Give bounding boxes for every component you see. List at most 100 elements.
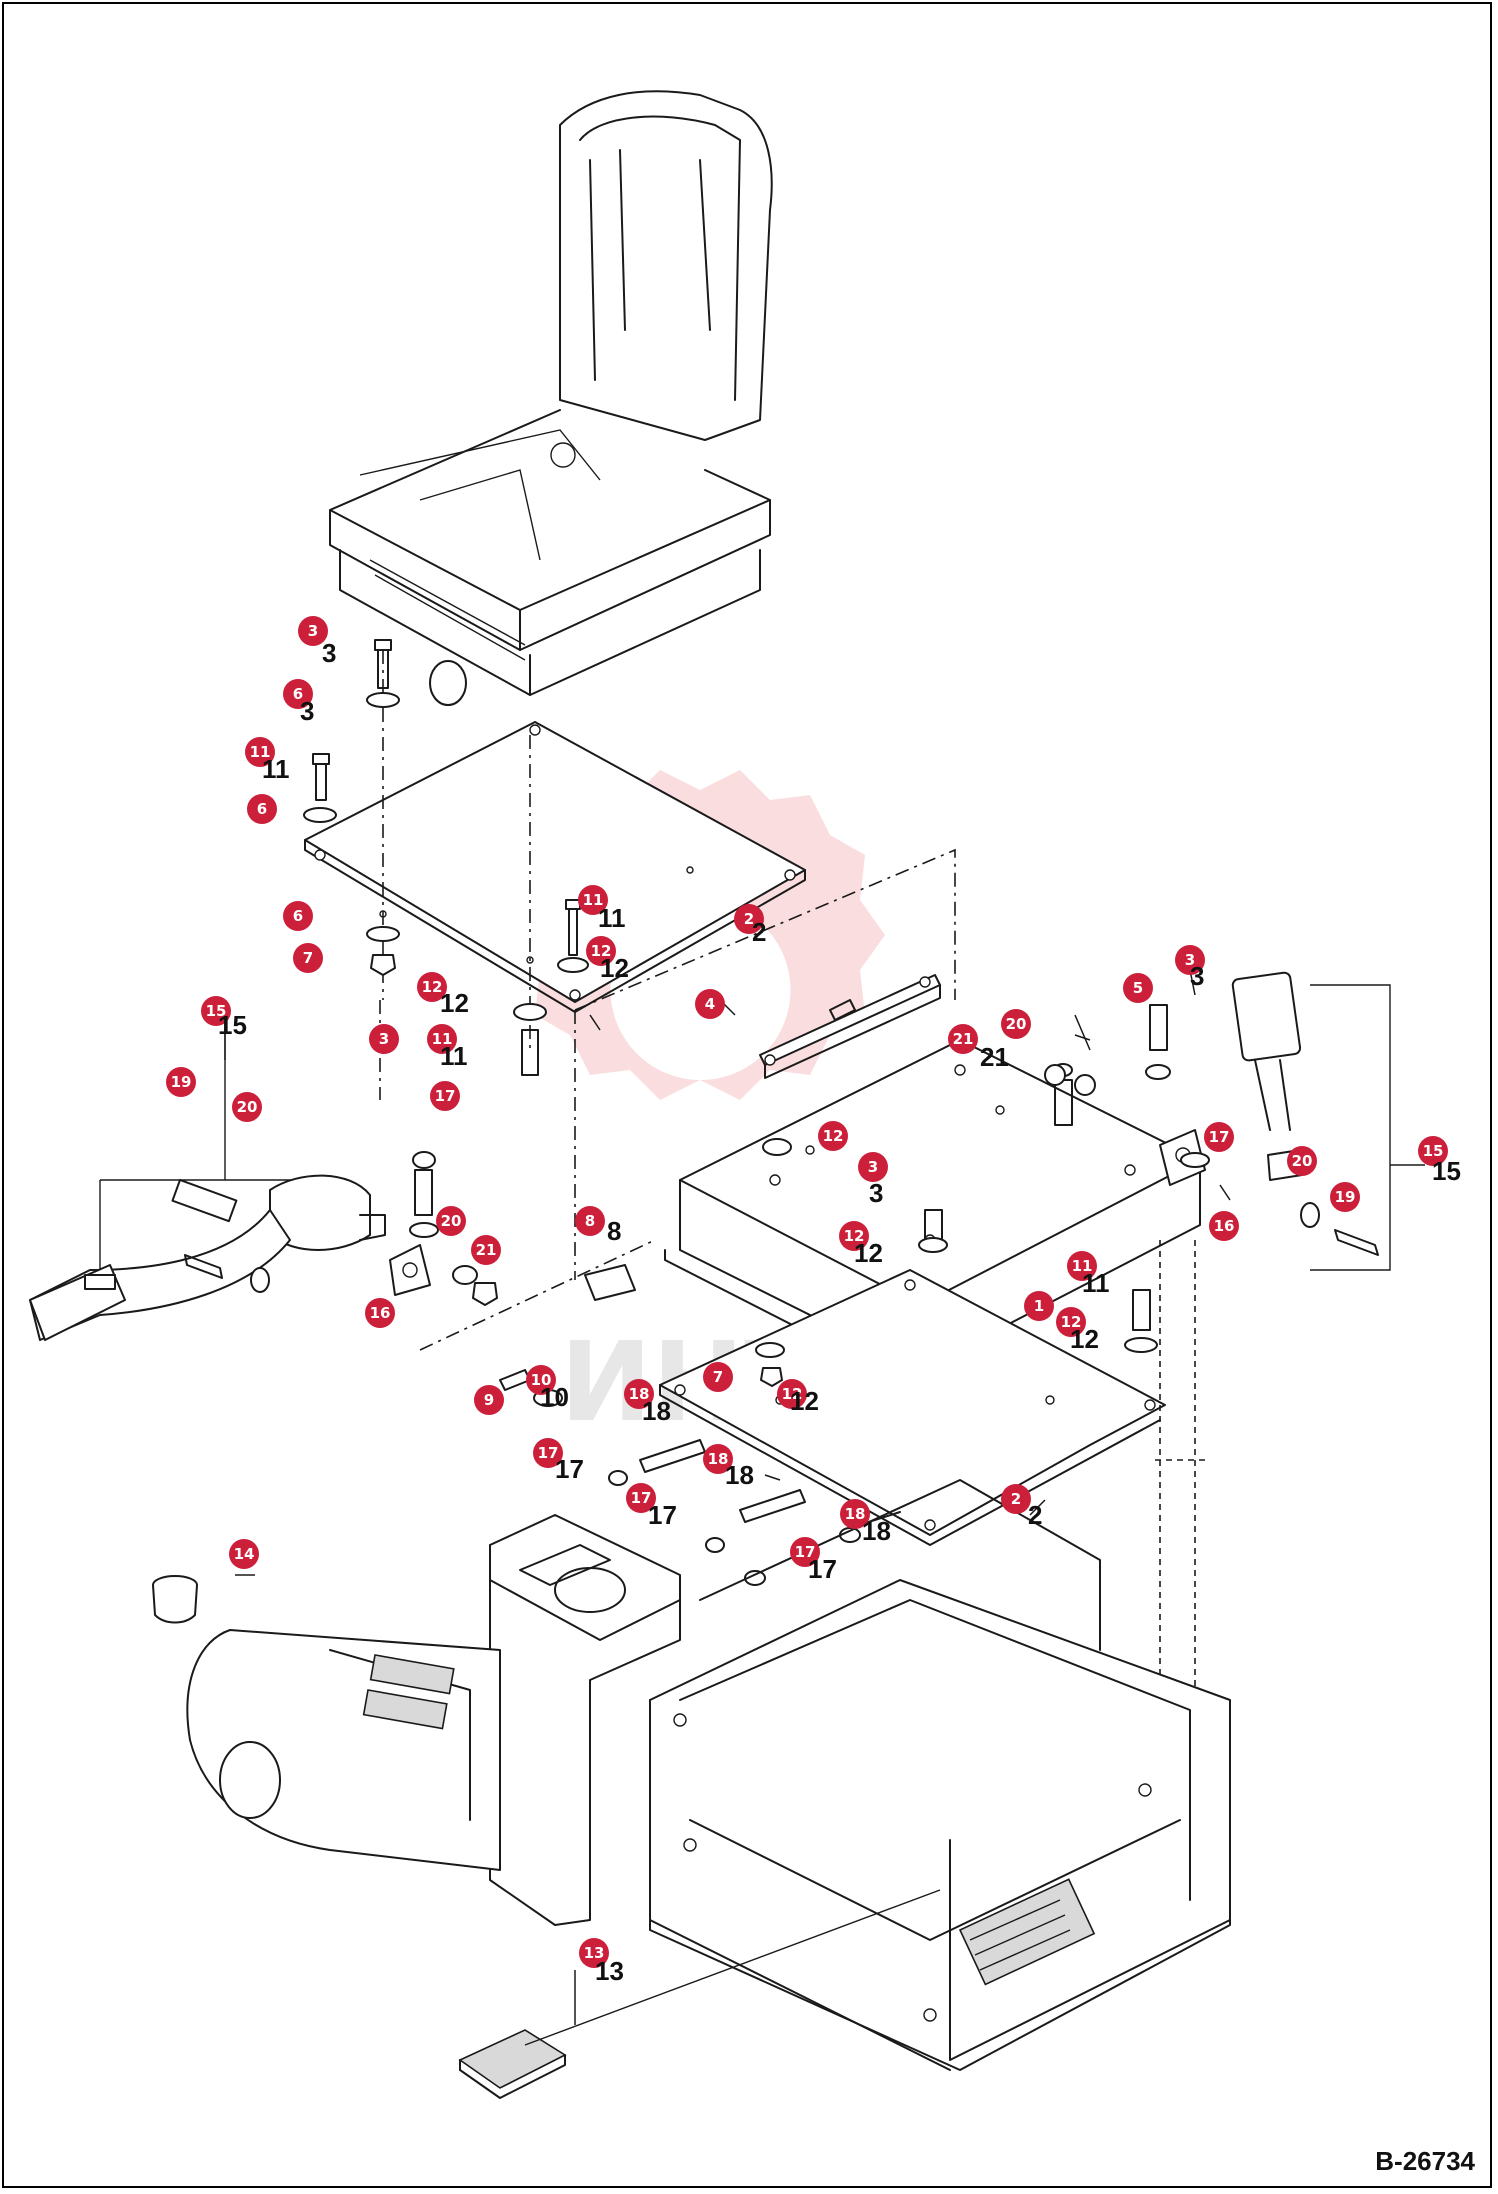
callout-marker[interactable]: 19 xyxy=(1330,1182,1360,1212)
hardware-top xyxy=(303,639,589,1076)
seatbelt-left xyxy=(29,1020,386,1341)
callout-marker[interactable]: 7 xyxy=(293,943,323,973)
reference-code: B-26734 xyxy=(1375,2146,1475,2176)
callout-marker[interactable]: 16 xyxy=(1209,1211,1239,1241)
svg-text:14: 14 xyxy=(234,1545,255,1563)
callout-marker[interactable]: 14 xyxy=(229,1539,259,1569)
callout-marker[interactable]: 3 xyxy=(1175,945,1205,975)
callout-marker[interactable]: 3 xyxy=(298,616,328,646)
callout-marker[interactable]: 12 xyxy=(417,972,447,1002)
callout-marker[interactable]: 8 xyxy=(575,1206,605,1236)
floor-console-base xyxy=(186,1479,1231,2071)
callout-marker[interactable]: 2 xyxy=(734,904,764,934)
part-label: 10 xyxy=(540,1382,569,1412)
callout-marker[interactable]: 17 xyxy=(430,1081,460,1111)
part-label: 13 xyxy=(595,1956,624,1986)
callout-marker[interactable]: 6 xyxy=(247,794,277,824)
svg-text:20: 20 xyxy=(1006,1015,1027,1033)
svg-text:3: 3 xyxy=(379,1030,389,1048)
part-label: 12 xyxy=(854,1238,883,1268)
callout-marker[interactable]: 3 xyxy=(858,1152,888,1182)
callout-marker[interactable]: 10 xyxy=(526,1365,556,1395)
callout-marker[interactable]: 12 xyxy=(1056,1307,1086,1337)
part-label: 11 xyxy=(262,754,290,784)
callout-marker[interactable]: 21 xyxy=(948,1024,978,1054)
part-label: 17 xyxy=(648,1500,677,1530)
callout-marker[interactable]: 21 xyxy=(471,1235,501,1265)
callout-marker[interactable]: 11 xyxy=(427,1024,457,1054)
svg-text:16: 16 xyxy=(1214,1217,1235,1235)
svg-text:13: 13 xyxy=(584,1944,605,1962)
callout-marker[interactable]: 11 xyxy=(578,885,608,915)
callout-marker[interactable]: 9 xyxy=(474,1385,504,1415)
callout-marker[interactable]: 15 xyxy=(201,996,231,1026)
part-label: 18 xyxy=(862,1516,891,1546)
callout-marker[interactable]: 19 xyxy=(166,1067,196,1097)
svg-text:7: 7 xyxy=(303,949,313,967)
svg-text:6: 6 xyxy=(293,907,303,925)
callout-marker[interactable]: 18 xyxy=(624,1379,654,1409)
part-label: 2 xyxy=(1028,1500,1042,1530)
callout-marker[interactable]: 17 xyxy=(626,1483,656,1513)
callout-marker[interactable]: 13 xyxy=(579,1938,609,1968)
svg-text:11: 11 xyxy=(1072,1257,1093,1275)
callout-marker[interactable]: 16 xyxy=(365,1298,395,1328)
part-label: 3 xyxy=(300,696,314,726)
svg-text:19: 19 xyxy=(1335,1188,1356,1206)
part-label: 12 xyxy=(1070,1324,1099,1354)
svg-text:17: 17 xyxy=(435,1087,456,1105)
part-label: 11 xyxy=(1082,1268,1110,1298)
svg-text:17: 17 xyxy=(795,1543,816,1561)
part-label: 18 xyxy=(642,1396,671,1426)
svg-text:16: 16 xyxy=(370,1304,391,1322)
part-label: 11 xyxy=(598,903,626,933)
svg-text:20: 20 xyxy=(441,1212,462,1230)
callout-marker[interactable]: 20 xyxy=(1287,1146,1317,1176)
callout-marker[interactable]: 17 xyxy=(790,1537,820,1567)
callout-marker[interactable]: 18 xyxy=(840,1499,870,1529)
svg-text:21: 21 xyxy=(953,1030,974,1048)
part-label: 8 xyxy=(607,1216,621,1246)
part-label: 2 xyxy=(752,917,766,947)
callout-marker[interactable]: 4 xyxy=(695,989,725,1019)
cap xyxy=(152,1575,198,1624)
callout-marker[interactable]: 12 xyxy=(777,1379,807,1409)
svg-text:2: 2 xyxy=(744,910,754,928)
callout-marker[interactable]: 12 xyxy=(839,1221,869,1251)
svg-text:8: 8 xyxy=(585,1212,595,1230)
callout-marker[interactable]: 5 xyxy=(1123,973,1153,1003)
callout-marker[interactable]: 17 xyxy=(1204,1122,1234,1152)
callout-marker[interactable]: 17 xyxy=(533,1438,563,1468)
callout-marker[interactable]: 3 xyxy=(369,1024,399,1054)
svg-text:12: 12 xyxy=(422,978,443,996)
svg-text:21: 21 xyxy=(476,1241,497,1259)
svg-text:15: 15 xyxy=(206,1002,227,1020)
callout-marker[interactable]: 20 xyxy=(436,1206,466,1236)
callout-marker[interactable]: 1 xyxy=(1024,1291,1054,1321)
callout-marker[interactable]: 11 xyxy=(245,737,275,767)
svg-text:18: 18 xyxy=(845,1505,866,1523)
callout-marker[interactable]: 20 xyxy=(232,1092,262,1122)
svg-text:7: 7 xyxy=(713,1368,723,1386)
svg-text:5: 5 xyxy=(1133,979,1143,997)
callout-marker[interactable]: 11 xyxy=(1067,1251,1097,1281)
svg-text:3: 3 xyxy=(868,1158,878,1176)
callout-marker[interactable]: 18 xyxy=(703,1444,733,1474)
callout-marker[interactable]: 12 xyxy=(586,936,616,966)
callout-marker[interactable]: 20 xyxy=(1001,1009,1031,1039)
callout-marker[interactable]: 12 xyxy=(818,1121,848,1151)
slide-rails xyxy=(759,974,941,1079)
svg-text:6: 6 xyxy=(293,685,303,703)
callout-marker[interactable]: 7 xyxy=(703,1362,733,1392)
part-label: 3 xyxy=(1190,961,1204,991)
callout-marker[interactable]: 6 xyxy=(283,679,313,709)
svg-text:18: 18 xyxy=(708,1450,729,1468)
svg-text:20: 20 xyxy=(1292,1152,1313,1170)
callout-marker[interactable]: 2 xyxy=(1001,1484,1031,1514)
svg-text:11: 11 xyxy=(250,743,271,761)
callout-marker[interactable]: 6 xyxy=(283,901,313,931)
callout-marker[interactable]: 15 xyxy=(1418,1136,1448,1166)
